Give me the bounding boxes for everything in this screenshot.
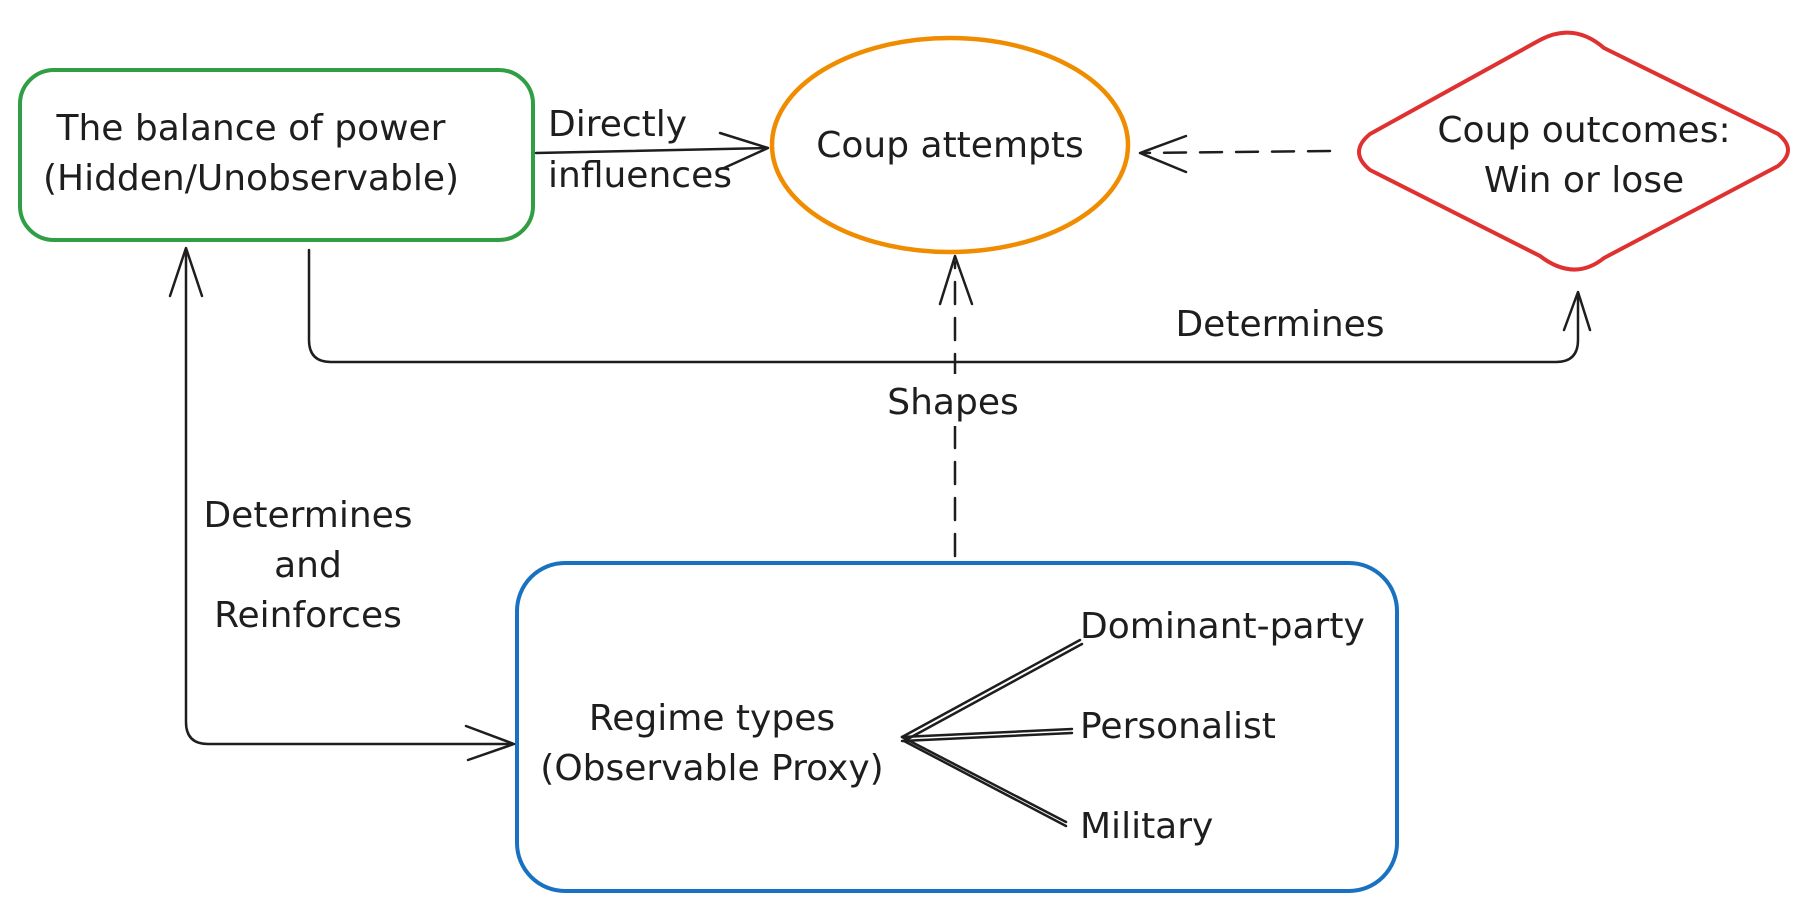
edge-shapes[interactable]: Shapes <box>878 254 1028 558</box>
coup-outcomes-diamond <box>1357 30 1790 272</box>
determines-arrowhead <box>1562 290 1592 332</box>
node-balance-of-power[interactable]: The balance of power (Hidden/Unobservabl… <box>18 68 535 242</box>
directly-influences-line <box>534 146 768 155</box>
subtype-personalist: Personalist <box>1080 706 1276 747</box>
coup-outcomes-line2: Win or lose <box>1484 160 1684 201</box>
node-coup-outcomes[interactable]: Coup outcomes: Win or lose <box>1357 30 1790 272</box>
edge-determines-and-reinforces[interactable]: Determines and Reinforces <box>168 246 516 762</box>
determines-reinforces-path <box>184 250 514 746</box>
determines-label: Determines <box>1175 304 1384 345</box>
determines-path <box>307 248 1580 364</box>
node-regime-types[interactable]: Regime types (Observable Proxy) Dominant… <box>515 561 1399 893</box>
node-coup-attempts[interactable]: Coup attempts <box>769 35 1131 255</box>
subtype-dominant-party: Dominant-party <box>1080 606 1365 647</box>
shapes-label: Shapes <box>887 382 1018 423</box>
outcomes-to-attempts-line <box>1142 149 1332 155</box>
determines-reinforces-arrowhead-up <box>168 246 204 298</box>
outcomes-to-attempts-arrowhead <box>1138 134 1188 174</box>
coup-attempts-label: Coup attempts <box>816 125 1084 166</box>
edge-outcomes-to-attempts[interactable] <box>1138 134 1332 174</box>
balance-of-power-line2: (Hidden/Unobservable) <box>43 158 459 199</box>
balance-of-power-line1: The balance of power <box>56 108 446 149</box>
coup-outcomes-line1: Coup outcomes: <box>1437 110 1730 151</box>
regime-types-line1: Regime types <box>589 698 835 739</box>
edge-directly-influences[interactable]: Directly influences <box>534 104 770 196</box>
regime-types-box <box>515 561 1399 893</box>
regime-subtype-connectors <box>900 638 1084 828</box>
edge-determines[interactable]: Determines <box>307 248 1592 364</box>
directly-influences-line2: influences <box>548 155 732 196</box>
determines-reinforces-line2: and <box>274 545 342 586</box>
directly-influences-line1: Directly <box>548 104 687 145</box>
regime-types-line2: (Observable Proxy) <box>540 748 883 789</box>
balance-of-power-box <box>18 68 535 242</box>
determines-reinforces-line1: Determines <box>203 495 412 536</box>
shapes-label-bg <box>878 374 1028 426</box>
shapes-arrowhead <box>938 254 974 306</box>
directly-influences-arrowhead <box>718 131 770 170</box>
coup-attempts-ellipse <box>769 35 1131 255</box>
determines-reinforces-arrowhead-right <box>464 724 516 762</box>
determines-reinforces-line3: Reinforces <box>214 595 402 636</box>
subtype-military: Military <box>1080 806 1213 847</box>
